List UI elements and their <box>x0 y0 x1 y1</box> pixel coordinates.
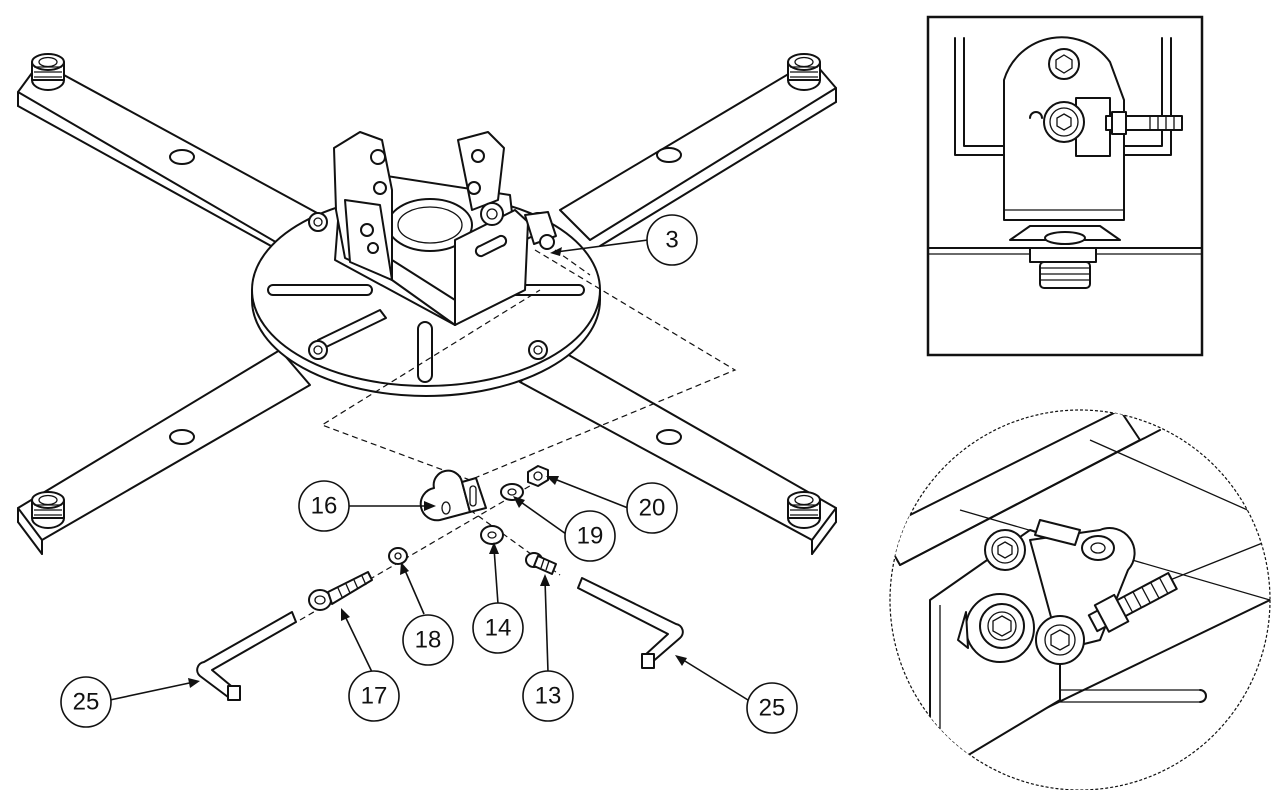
callout-3: 3 <box>646 214 698 266</box>
mounting-clip-16 <box>419 469 487 522</box>
callout-label: 18 <box>415 627 442 654</box>
bolt-13 <box>525 552 557 575</box>
adjustable-feet <box>31 53 821 529</box>
callout-16: 16 <box>298 480 350 532</box>
callout-25-left: 25 <box>60 676 112 728</box>
callout-25-right: 25 <box>746 682 798 734</box>
callout-label: 20 <box>639 495 666 522</box>
center-bracket <box>333 131 557 326</box>
callout-13: 13 <box>522 670 574 722</box>
callout-19: 19 <box>564 510 616 562</box>
leader-lines <box>109 239 749 701</box>
callout-17: 17 <box>348 670 400 722</box>
foot-back-left <box>31 53 65 91</box>
spider-mount-arms <box>17 59 837 555</box>
zoom-view-fastener <box>889 409 1271 790</box>
screw-17 <box>308 571 373 611</box>
callout-14: 14 <box>472 602 524 654</box>
foot-front-left <box>31 491 65 529</box>
callout-label: 17 <box>361 683 388 710</box>
callout-label: 16 <box>311 493 338 520</box>
detail-view-bracket <box>926 15 1204 357</box>
callout-20: 20 <box>626 482 678 534</box>
hex-key-25-right <box>577 577 684 669</box>
callout-label: 25 <box>73 689 100 716</box>
hex-key-25-left <box>196 611 297 701</box>
washer-18 <box>388 547 408 565</box>
nut-20 <box>527 465 549 487</box>
callout-label: 13 <box>535 683 562 710</box>
foot-front-right <box>787 491 821 529</box>
washer-19 <box>500 483 524 501</box>
foot-back-right <box>787 53 821 91</box>
washer-14 <box>480 525 504 545</box>
callout-label: 19 <box>577 523 604 550</box>
callout-label: 3 <box>665 227 678 254</box>
callout-18: 18 <box>402 614 454 666</box>
callout-label: 14 <box>485 615 512 642</box>
callout-label: 25 <box>759 695 786 722</box>
